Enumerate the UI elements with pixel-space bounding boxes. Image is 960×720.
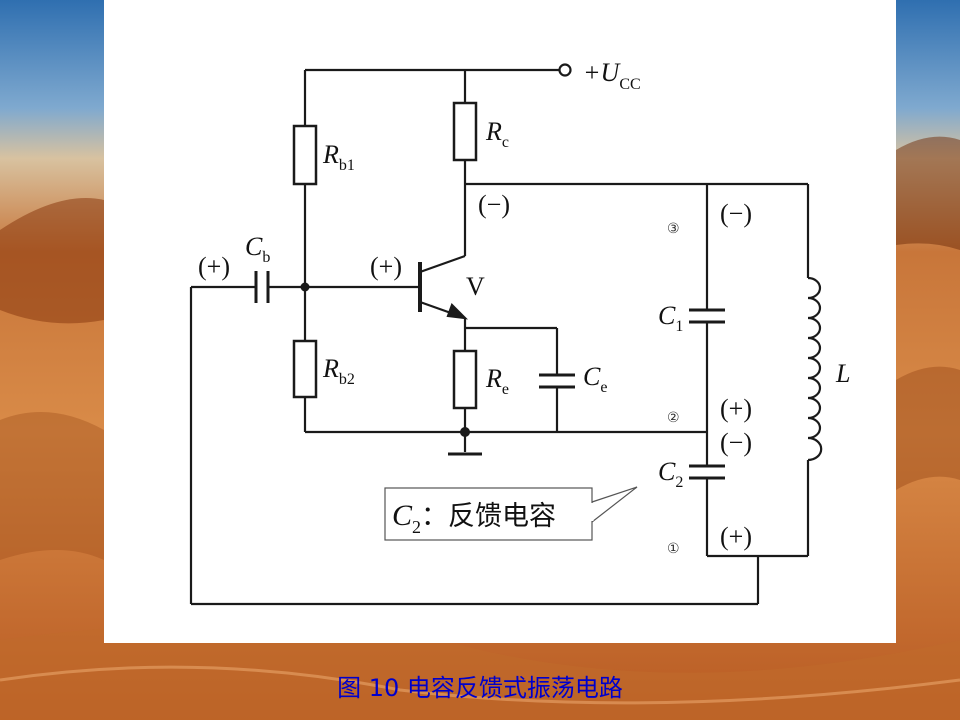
callout-subscript: 2	[412, 517, 421, 537]
rb2-label: Rb2	[322, 354, 355, 388]
capacitor-c1	[689, 308, 725, 324]
polarity-node2-top: (+)	[720, 394, 752, 423]
inductor-l	[807, 276, 823, 462]
resistor-re	[452, 349, 478, 410]
rc-label: Rc	[485, 117, 509, 151]
polarity-node3: (−)	[720, 199, 752, 228]
junction-dot-ground	[460, 427, 470, 437]
resistor-rc	[452, 101, 478, 162]
transistor-label: V	[466, 272, 485, 301]
polarity-base: (+)	[370, 252, 402, 281]
polarity-node2-bottom: (−)	[720, 428, 752, 457]
polarity-node1: (+)	[720, 522, 752, 551]
capacitor-c2	[689, 464, 725, 480]
cb-label: Cb	[245, 232, 270, 266]
polarity-base-input: (+)	[198, 252, 230, 281]
rb1-label: Rb1	[322, 140, 355, 174]
junction-dot-base	[300, 282, 310, 292]
callout-symbol: C	[392, 499, 413, 532]
node2-marker: ②	[667, 410, 680, 426]
c2-label: C2	[658, 457, 683, 491]
capacitor-cb	[254, 271, 270, 303]
resistor-rb1	[292, 124, 318, 186]
circuit-wires	[189, 68, 810, 606]
vcc-terminal	[558, 63, 572, 77]
l-label: L	[835, 359, 850, 388]
callout-feedback-capacitor: C2：反馈电容	[384, 486, 638, 541]
re-label: Re	[485, 364, 509, 398]
node1-marker: ①	[667, 541, 680, 557]
capacitor-ce	[539, 373, 575, 389]
ce-label: Ce	[583, 362, 607, 396]
node3-marker: ③	[667, 221, 680, 237]
svg-text:C2：反馈电容: C2：反馈电容	[392, 499, 556, 537]
polarity-collector: (−)	[478, 190, 510, 219]
transistor-symbol	[418, 254, 469, 320]
callout-text: ：反馈电容	[421, 501, 556, 532]
figure-caption: 图 10 电容反馈式振荡电路	[337, 674, 623, 702]
c1-label: C1	[658, 301, 683, 335]
vcc-label: +UCC	[583, 58, 641, 93]
resistor-rb2	[292, 339, 318, 399]
